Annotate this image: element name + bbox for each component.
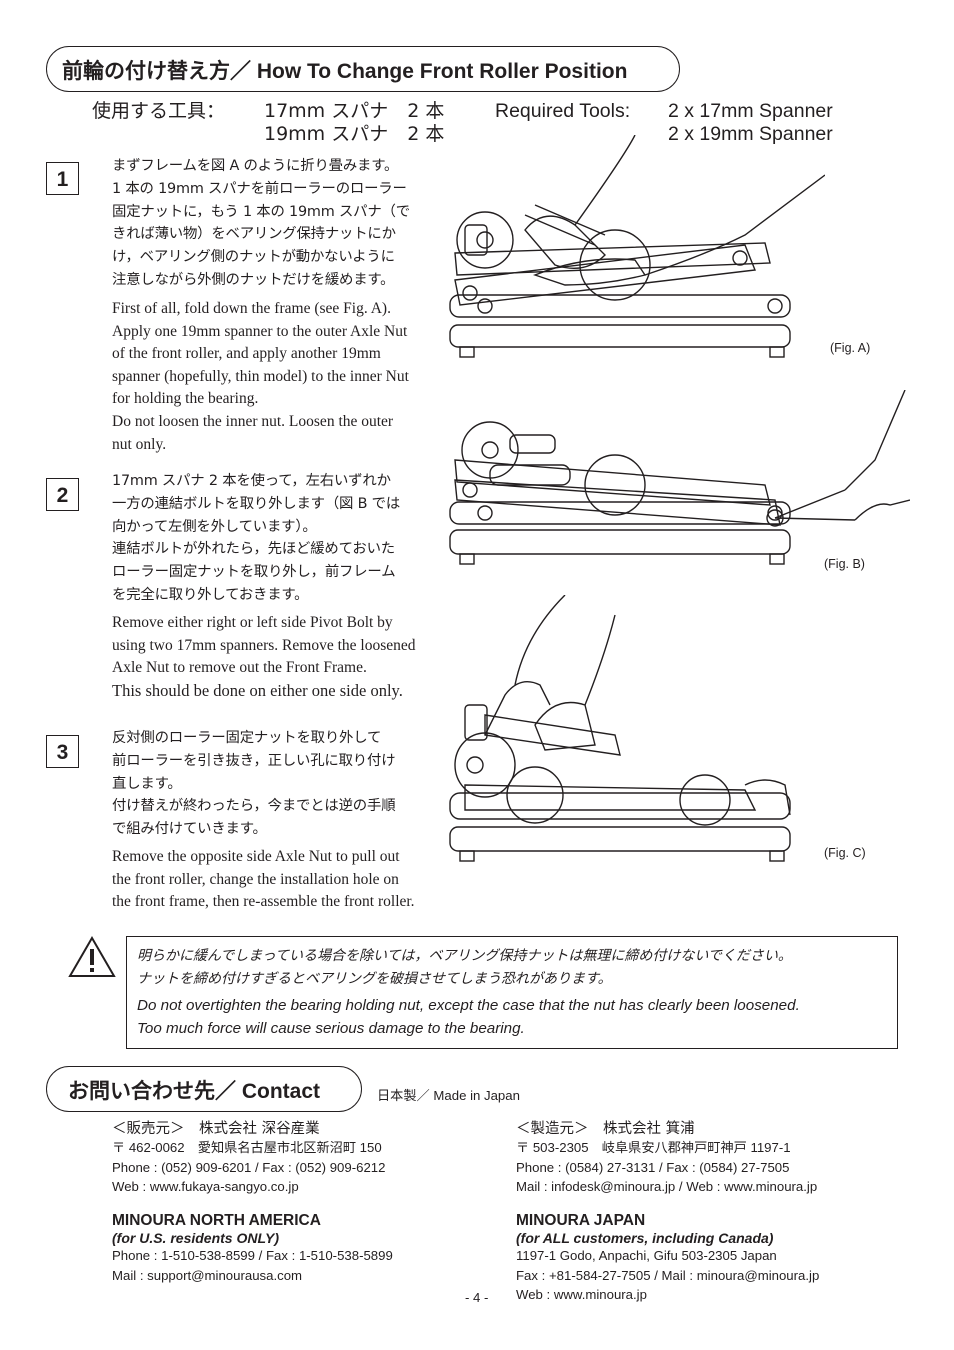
tools-item-en-2: 2 x 19mm Spanner — [668, 123, 833, 145]
seller-title: ＜販売元＞ 株式会社 深谷産業 — [112, 1121, 320, 1137]
tools-label-jp: 使用する工具： — [92, 100, 226, 122]
page-number: - 4 - — [465, 1290, 489, 1305]
maker-details: 〒 503-2305 岐阜県安八郡神戸町神戸 1197-1 Phone : (0… — [516, 1140, 818, 1194]
step-2-jp: 17mm スパナ 2 本を使って，左右いずれか一方の連結ボルトを取り外します（図… — [112, 473, 401, 603]
figure-c-label: (Fig. C) — [824, 846, 866, 860]
figure-b-label: (Fig. B) — [824, 557, 865, 571]
figure-a-illustration — [449, 135, 825, 358]
warning-en: Do not overtighten the bearing holding n… — [137, 997, 800, 1037]
contact-title-box — [46, 1066, 362, 1112]
step-number-2: 2 — [46, 478, 79, 511]
seller-details: 〒 462-0062 愛知県名古屋市北区新沼町 150 Phone : (052… — [112, 1140, 386, 1194]
minoura-japan: MINOURA JAPAN (for ALL customers, includ… — [516, 1212, 820, 1302]
step-1-en: First of all, fold down the frame (see F… — [112, 300, 409, 453]
step-number-3: 3 — [46, 735, 79, 768]
made-in-japan: 日本製／ Made in Japan — [377, 1088, 520, 1103]
step-number-1: 1 — [46, 162, 79, 195]
step-3-jp: 反対側のローラー固定ナットを取り外して前ローラーを引き抜き，正しい孔に取り付け直… — [112, 730, 396, 838]
page-title: 前輪の付け替え方／ How To Change Front Roller Pos… — [62, 60, 628, 83]
tools-label-en: Required Tools: — [495, 100, 631, 122]
header-title-box — [46, 46, 680, 92]
minoura-north-america: MINOURA NORTH AMERICA (for U.S. resident… — [112, 1212, 393, 1283]
tools-item-en-1: 2 x 17mm Spanner — [668, 100, 833, 122]
figure-b-illustration — [449, 390, 910, 565]
contact-title: お問い合わせ先／ Contact — [68, 1080, 320, 1103]
warning-icon — [68, 936, 116, 977]
tools-item-jp-1: 17mm スパナ 2 本 — [264, 100, 445, 122]
maker-title: ＜製造元＞ 株式会社 箕浦 — [516, 1121, 695, 1137]
warning-box: 明らかに緩んでしまっている場合を除いては，ベアリング保持ナットは無理に締め付けな… — [126, 936, 898, 1049]
figure-a-label: (Fig. A) — [830, 341, 871, 355]
tools-item-jp-2: 19mm スパナ 2 本 — [264, 123, 445, 145]
step-3-en: Remove the opposite side Axle Nut to pul… — [112, 848, 415, 911]
warning-jp: 明らかに緩んでしまっている場合を除いては，ベアリング保持ナットは無理に締め付けな… — [137, 948, 792, 987]
step-2-en: Remove either right or left side Pivot B… — [112, 614, 416, 700]
step-1-jp: まずフレームを図 A のように折り畳みます。1 本の 19mm スパナを前ローラ… — [112, 158, 410, 288]
figure-c-illustration — [449, 595, 791, 862]
